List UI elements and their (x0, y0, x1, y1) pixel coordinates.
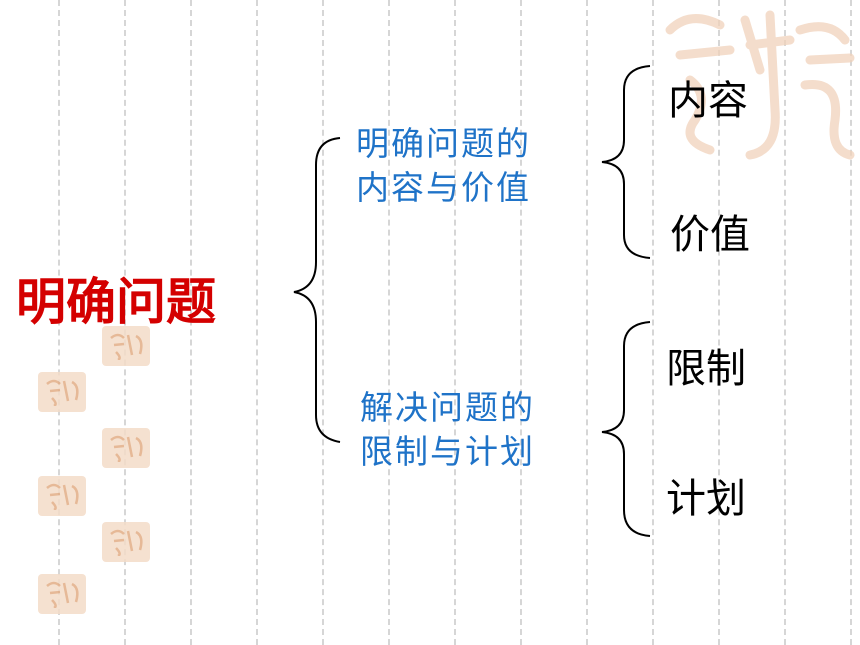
branch-label-line: 内容与价值 (356, 168, 531, 207)
branch-content-value-label: 明确问题的 内容与价值 (356, 122, 531, 210)
grid-line (850, 0, 852, 645)
decorative-seal (102, 522, 150, 562)
grid-line (454, 0, 456, 645)
decorative-seal (38, 476, 86, 516)
leaf-content: 内容 (668, 78, 748, 124)
leaf-value: 价值 (670, 212, 750, 258)
branch-label-line: 解决问题的 (360, 388, 535, 427)
branch-label-line: 明确问题的 (356, 124, 531, 163)
leaf-plan: 计划 (666, 476, 746, 522)
decorative-seal (102, 326, 150, 366)
grid-line (190, 0, 192, 645)
grid-line (58, 0, 60, 645)
grid-line (586, 0, 588, 645)
leaf-limit: 限制 (666, 346, 746, 392)
branch-label-line: 限制与计划 (360, 432, 535, 471)
decorative-seal-watermark (650, 0, 860, 170)
grid-line (784, 0, 786, 645)
grid-line (124, 0, 126, 645)
root-node-label: 明确问题 (16, 272, 216, 331)
grid-line (718, 0, 720, 645)
decorative-seal (102, 428, 150, 468)
grid-line (256, 0, 258, 645)
grid-line (520, 0, 522, 645)
root-brace (293, 137, 341, 443)
grid-line (652, 0, 654, 645)
branch-limit-plan-label: 解决问题的 限制与计划 (360, 386, 535, 474)
grid-line (322, 0, 324, 645)
decorative-seal (38, 372, 86, 412)
lower-branch-brace (601, 321, 651, 537)
decorative-seal (38, 574, 86, 614)
grid-line (388, 0, 390, 645)
upper-branch-brace (601, 65, 651, 259)
